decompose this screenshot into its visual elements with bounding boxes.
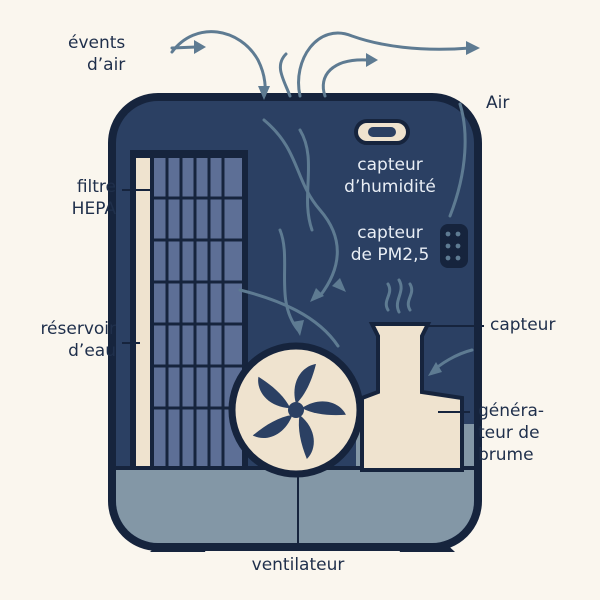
label-air-vents: évents d’air [68,32,125,76]
label-hepa-filter-line2: HEPA [71,199,116,219]
mist-generator-body [360,322,464,472]
label-humidity-sensor-line2: d’humidité [344,177,436,197]
label-mist-generator-line3: brume [478,445,534,465]
label-water-tank-line1: réservoir [40,319,116,339]
label-mist-generator: généra- teur de brume [478,400,544,466]
label-sensor-text: capteur [490,315,556,335]
hepa-filter-panel [154,158,242,466]
label-pm25-sensor-line1: capteur [357,223,423,243]
label-hepa-filter: filtre HEPA [40,176,116,220]
label-water-tank-line2: d’eau [68,341,116,361]
side-grille-dots [445,231,461,261]
hepa-filter-grid [154,158,242,466]
label-fan-text: ventilateur [251,555,345,575]
label-mist-generator-line1: généra- [478,401,545,421]
fan-blades-icon [252,364,346,459]
steam-icon [384,278,414,314]
label-hepa-filter-line1: filtre [76,177,116,197]
label-mist-generator-line2: teur de [478,423,540,443]
label-pm25-sensor: capteur de PM2,5 [320,222,460,266]
label-sensor: capteur [490,314,555,336]
label-humidity-sensor-line1: capteur [357,155,423,175]
label-air-vents-line2: d’air [86,55,126,75]
water-level [116,468,474,543]
water-tank-strip [136,158,150,466]
label-water-tank: réservoir d’eau [20,318,116,362]
arrowheads [194,40,480,376]
label-air-vents-line1: évents [68,33,126,53]
label-humidity-sensor: capteur d’humidité [320,154,460,198]
airflow-arrows [170,30,474,374]
label-air: Air [486,92,509,114]
label-fan: ventilateur [236,554,360,576]
label-pm25-sensor-line2: de PM2,5 [350,245,430,265]
label-air-text: Air [486,93,510,113]
leader-lines [122,189,484,545]
